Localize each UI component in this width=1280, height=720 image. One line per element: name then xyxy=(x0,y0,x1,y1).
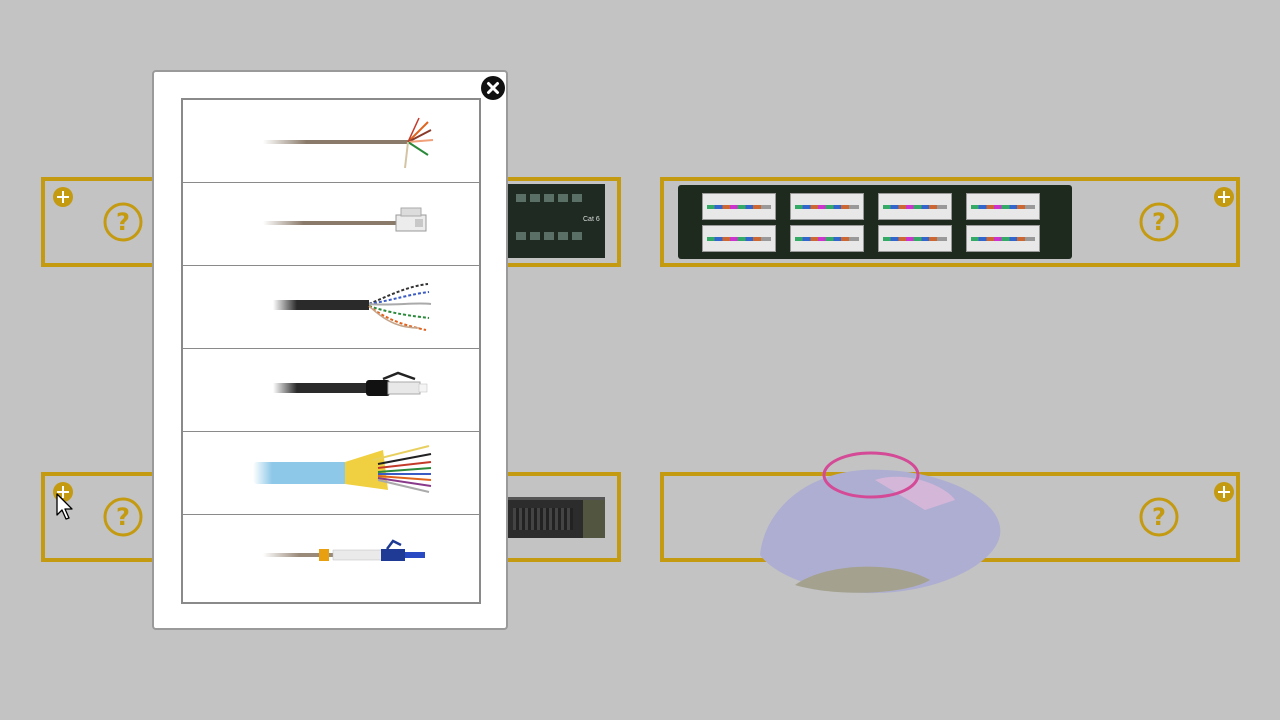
rj11-terminated-cable-icon xyxy=(263,207,427,232)
cable-option-rj45-terminated[interactable] xyxy=(183,349,479,432)
lc-fiber-connector-cable-icon xyxy=(263,539,425,561)
panel-label: Cat 6 xyxy=(583,216,600,223)
help-icon[interactable]: ? xyxy=(1139,497,1179,537)
bare-twisted-pair-cable-icon xyxy=(263,117,434,169)
add-icon[interactable] xyxy=(1214,482,1234,502)
cable-spool-image xyxy=(760,451,1001,594)
rack-slot-top-right[interactable]: ? xyxy=(660,177,1240,267)
cable-option-bare-twisted-pair[interactable] xyxy=(183,100,479,183)
help-label: ? xyxy=(116,503,130,531)
network-switch-image xyxy=(508,497,605,538)
mouse-cursor-icon xyxy=(56,493,73,520)
cable-option-bare-fiber-optic[interactable] xyxy=(183,432,479,515)
cable-selection-modal xyxy=(152,70,508,630)
cable-option-lc-fiber-connector[interactable] xyxy=(183,515,479,598)
rj45-terminated-cable-icon xyxy=(273,371,428,396)
small-patch-panel-image: Cat 6 xyxy=(508,184,605,258)
help-label: ? xyxy=(1152,503,1166,531)
cable-option-list xyxy=(181,98,481,604)
help-icon[interactable]: ? xyxy=(103,497,143,537)
patch-panel-image xyxy=(678,185,1072,259)
bare-cat-cable-icon xyxy=(273,283,432,331)
close-icon xyxy=(487,82,499,94)
help-label: ? xyxy=(1152,208,1166,236)
add-icon[interactable] xyxy=(53,187,73,207)
close-button[interactable] xyxy=(481,76,505,100)
cable-option-rj11-terminated[interactable] xyxy=(183,183,479,266)
help-icon[interactable]: ? xyxy=(1139,202,1179,242)
bare-fiber-optic-cable-icon xyxy=(253,445,432,493)
cable-option-bare-cat-cable[interactable] xyxy=(183,266,479,349)
add-icon[interactable] xyxy=(1214,187,1234,207)
help-icon[interactable]: ? xyxy=(103,202,143,242)
help-label: ? xyxy=(116,208,130,236)
